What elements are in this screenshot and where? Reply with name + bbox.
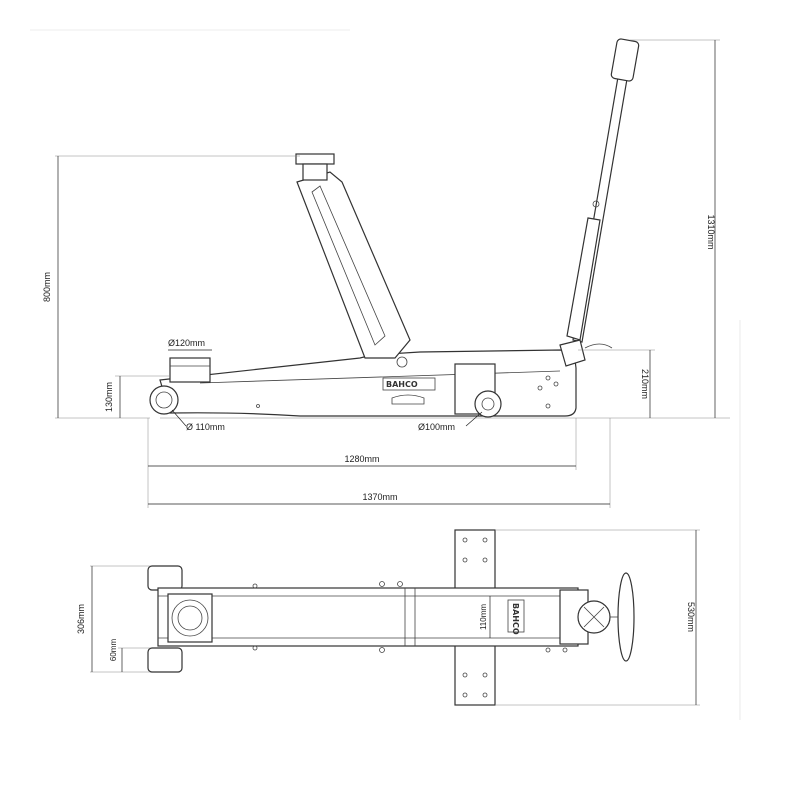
frame-bolt (252, 645, 258, 651)
saddle-disc-inner (177, 605, 203, 631)
brand-logo-frame (382, 377, 436, 391)
plate-hole (537, 385, 543, 391)
saddle-diameter-label: Ø120mm (168, 338, 205, 348)
front-wheel (149, 385, 179, 415)
frame-bolt (545, 647, 551, 653)
overall-length-label: 1370mm (362, 492, 397, 502)
plate-hole (545, 403, 551, 409)
arm-inner-line (311, 185, 386, 346)
frame-bolt (379, 581, 385, 587)
frame-bolt (562, 647, 568, 653)
handle-grip (610, 38, 640, 82)
min-height-label: 130mm (104, 382, 114, 412)
frame-bolt (252, 583, 258, 589)
plate-hole (462, 672, 468, 678)
chassis-height-label: 210mm (640, 369, 650, 399)
brand-logo-top: BAHCO (511, 603, 520, 635)
length-label: 1280mm (344, 454, 379, 464)
lifting-arm (296, 171, 411, 359)
saddle-plate (295, 153, 335, 165)
rear-wheel-leader (465, 411, 483, 427)
jack-chassis (159, 349, 577, 417)
max-lift-label: 800mm (42, 272, 52, 302)
frame-bolt (379, 647, 385, 653)
top-view: BAHCO 306mm 60mm 530mm 110mm (76, 529, 700, 706)
handle-lock-lever (584, 343, 613, 349)
brand-fish-icon (391, 394, 425, 405)
plate-hole (482, 537, 488, 543)
plate-hole (482, 672, 488, 678)
inner-label: 110mm (479, 604, 488, 630)
front-wheel-label: Ø 110mm (186, 422, 225, 432)
plate-hole (462, 537, 468, 543)
rear-width-label: 530mm (686, 602, 696, 632)
plate-hole (553, 381, 559, 387)
handle-loop (617, 572, 635, 662)
front-wheel-right (147, 647, 183, 673)
plate-hole (256, 404, 260, 408)
chassis-edge-line (199, 370, 561, 384)
saddle-disc (171, 599, 209, 637)
front-wheel-hub (155, 391, 173, 409)
plate-hole (462, 557, 468, 563)
frame-bolt (397, 581, 403, 587)
rear-caster-wheel (474, 390, 502, 418)
plate-hole (482, 557, 488, 563)
brand-logo: BAHCO (386, 380, 418, 389)
total-height-label: 1310mm (706, 214, 716, 249)
front-wheel-left (147, 565, 183, 591)
saddle-stem (302, 163, 328, 181)
front-width-label: 306mm (76, 604, 86, 634)
saddle-top (167, 593, 213, 643)
brand-logo-frame-top (507, 599, 525, 633)
plate-hole (482, 692, 488, 698)
saddle-low-position (169, 357, 211, 383)
plate-hole (462, 692, 468, 698)
handle-socket (559, 339, 586, 367)
rear-caster-hub (481, 397, 495, 411)
handle-pin (592, 200, 600, 208)
pivot-bolt (396, 356, 408, 368)
plate-hole (545, 375, 551, 381)
side-view: BAHCO 1310mm 800mm 130mm 210mm Ø120mm Ø … (42, 38, 730, 508)
front-wheel-leader (171, 409, 187, 427)
pump-pattern (583, 606, 605, 628)
handle-sleeve (566, 217, 601, 341)
rear-wheel-label: Ø100mm (418, 422, 455, 432)
front-wheel-width-label: 60mm (109, 639, 118, 662)
